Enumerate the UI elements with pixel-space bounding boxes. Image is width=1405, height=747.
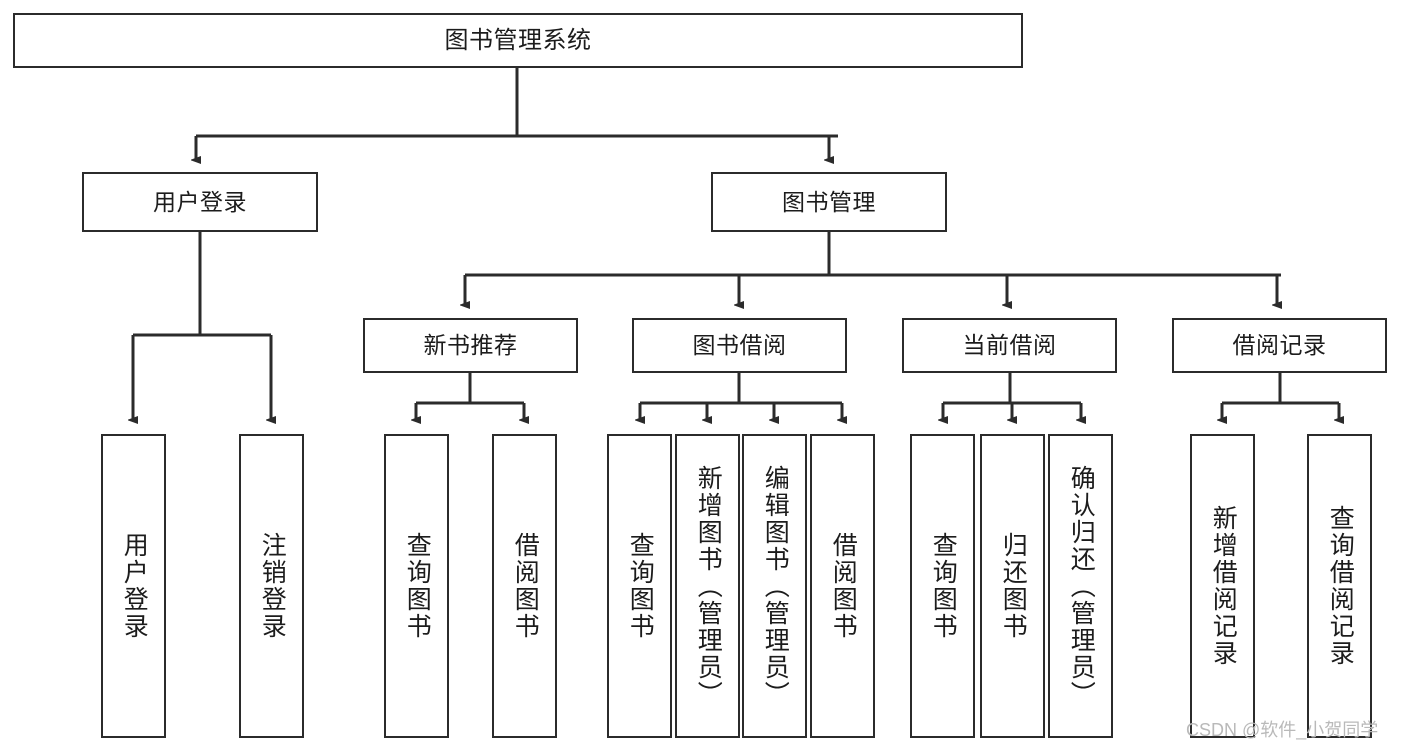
node-label: 归还图书	[999, 532, 1028, 640]
node-label: 新书推荐	[423, 332, 518, 359]
node-label: 注销登录	[258, 532, 287, 640]
node-label: 查询借阅记录	[1326, 505, 1355, 667]
leaf-query-book-current[interactable]: 查询图书	[910, 434, 975, 738]
leaf-borrow-book-recommend[interactable]: 借阅图书	[492, 434, 557, 738]
leaf-edit-book-admin[interactable]: 编辑图书（管理员）	[742, 434, 807, 738]
node-new-book-recommend[interactable]: 新书推荐	[363, 318, 578, 373]
node-label: 图书管理	[782, 188, 876, 215]
node-book-management[interactable]: 图书管理	[711, 172, 947, 232]
node-label: 新增借阅记录	[1209, 505, 1238, 667]
node-current-borrow[interactable]: 当前借阅	[902, 318, 1117, 373]
leaf-user-login[interactable]: 用户登录	[101, 434, 166, 738]
leaf-query-borrow-record[interactable]: 查询借阅记录	[1307, 434, 1372, 738]
csdn-watermark: CSDN @软件_小贺同学	[1186, 720, 1379, 740]
node-borrow-record[interactable]: 借阅记录	[1172, 318, 1387, 373]
node-label: 图书借阅	[692, 332, 787, 359]
node-label: 编辑图书（管理员）	[761, 464, 790, 708]
node-label: 借阅图书	[511, 532, 540, 640]
leaf-add-borrow-record[interactable]: 新增借阅记录	[1190, 434, 1255, 738]
node-book-borrow[interactable]: 图书借阅	[632, 318, 847, 373]
leaf-logout[interactable]: 注销登录	[239, 434, 304, 738]
node-label: 查询图书	[403, 532, 432, 640]
node-label: 图书管理系统	[444, 26, 592, 54]
node-root-book-management-system[interactable]: 图书管理系统	[13, 13, 1023, 68]
node-label: 借阅记录	[1232, 332, 1327, 359]
node-label: 用户登录	[153, 188, 247, 215]
node-label: 当前借阅	[962, 332, 1057, 359]
node-label: 新增图书（管理员）	[694, 464, 723, 708]
leaf-return-book[interactable]: 归还图书	[980, 434, 1045, 738]
node-user-login[interactable]: 用户登录	[82, 172, 318, 232]
node-label: 查询图书	[626, 532, 655, 640]
leaf-query-book-recommend[interactable]: 查询图书	[384, 434, 449, 738]
node-label: 用户登录	[120, 532, 149, 640]
leaf-confirm-return-admin[interactable]: 确认归还（管理员）	[1048, 434, 1113, 738]
node-label: 确认归还（管理员）	[1067, 464, 1096, 708]
node-label: 借阅图书	[829, 532, 858, 640]
leaf-borrow-book[interactable]: 借阅图书	[810, 434, 875, 738]
node-label: 查询图书	[929, 532, 958, 640]
leaf-query-book-borrow[interactable]: 查询图书	[607, 434, 672, 738]
leaf-add-book-admin[interactable]: 新增图书（管理员）	[675, 434, 740, 738]
